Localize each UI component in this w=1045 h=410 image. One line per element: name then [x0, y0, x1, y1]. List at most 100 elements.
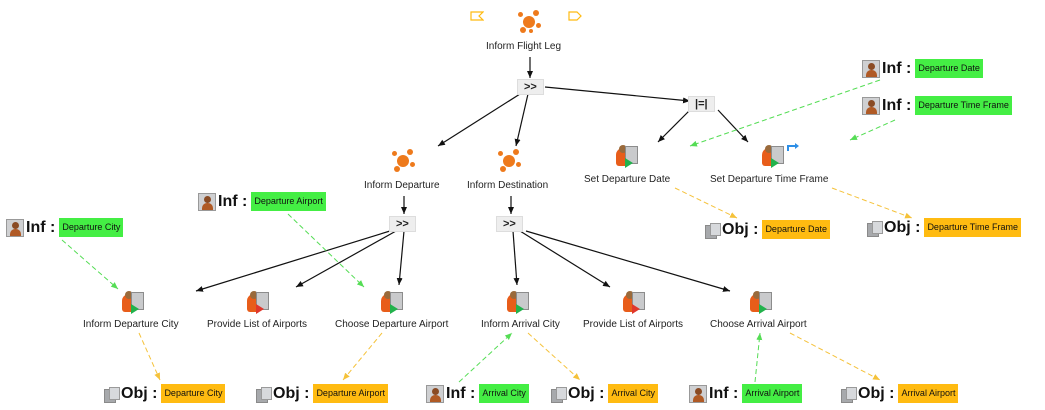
user-task-icon [507, 291, 529, 314]
task-set-departure-date[interactable]: Set Departure Date [584, 174, 671, 185]
inf-keyword: Inf : [882, 59, 912, 77]
edge-concurrent-to-date [657, 109, 691, 143]
inf-value: Departure Date [915, 59, 983, 78]
inf-badge-arrival-airport[interactable]: Inf : Arrival Airport [689, 384, 803, 403]
goal-inform-destination[interactable]: Inform Destination [467, 180, 549, 191]
inf-badge-departure-city[interactable]: Inf : Departure City [6, 218, 124, 237]
obj-badge-departure-airport[interactable]: Obj : Departure Airport [255, 384, 388, 403]
edge-seq-to-departure [437, 93, 521, 147]
goal-inform-departure[interactable]: Inform Departure [364, 180, 440, 191]
obj-edge-departure-time-frame [831, 187, 913, 219]
document-icon [103, 386, 120, 403]
obj-value: Departure City [161, 384, 226, 403]
goal-inform-flight-leg[interactable]: Inform Flight Leg [486, 41, 562, 52]
obj-value: Arrival City [608, 384, 658, 403]
start-flag-icon [470, 11, 484, 21]
obj-edge-departure-date [674, 187, 738, 219]
inf-keyword: Inf : [709, 384, 739, 402]
edge-seq-to-concurrent [544, 86, 691, 104]
document-icon [704, 222, 721, 239]
inf-keyword: Inf : [446, 384, 476, 402]
edge-seq-to-choose-departure-airport [396, 230, 405, 286]
obj-edge-departure-city [138, 332, 161, 381]
obj-edge-arrival-airport [789, 332, 881, 381]
user-task-icon [122, 291, 144, 314]
person-icon [862, 96, 880, 115]
user-task-icon [616, 145, 638, 168]
user-task-icon [750, 291, 772, 314]
document-icon [255, 386, 272, 403]
obj-badge-arrival-airport[interactable]: Obj : Arrival Airport [840, 384, 959, 403]
inf-badge-departure-airport[interactable]: Inf : Departure Airport [198, 192, 326, 211]
task-inform-arrival-city[interactable]: Inform Arrival City [481, 319, 560, 330]
obj-badge-departure-time-frame[interactable]: Obj : Departure Time Frame [866, 218, 1021, 237]
obj-badge-departure-date[interactable]: Obj : Departure Date [704, 220, 830, 239]
inf-badge-departure-time-frame[interactable]: Inf : Departure Time Frame [862, 96, 1012, 115]
inf-edge-departure-city [61, 239, 119, 290]
obj-keyword: Obj : [884, 218, 921, 236]
obj-value: Departure Date [762, 220, 830, 239]
task-inform-departure-city[interactable]: Inform Departure City [83, 319, 179, 330]
obj-keyword: Obj : [273, 384, 310, 402]
document-icon [550, 386, 567, 403]
obj-keyword: Obj : [722, 220, 759, 238]
user-task-icon [762, 145, 784, 168]
edge-concurrent-to-timeframe [717, 109, 749, 143]
edge-seq-to-inform-departure-city [195, 230, 391, 292]
task-provide-list-of-airports-2[interactable]: Provide List of Airports [583, 319, 684, 330]
document-icon [840, 386, 857, 403]
operator-sequence-root[interactable]: >> [517, 79, 544, 95]
inf-edge-departure-airport [287, 213, 365, 288]
inf-value: Departure Airport [251, 192, 326, 211]
goal-splat-icon [496, 148, 522, 174]
operator-sequence-destination[interactable]: >> [496, 216, 523, 232]
inf-edge-arrival-city [458, 332, 513, 383]
person-icon [862, 59, 880, 78]
obj-value: Departure Airport [313, 384, 388, 403]
obj-value: Departure Time Frame [924, 218, 1021, 237]
person-icon [689, 384, 707, 403]
inf-value: Departure Time Frame [915, 96, 1012, 115]
iteration-icon [787, 143, 799, 151]
obj-keyword: Obj : [858, 384, 895, 402]
task-choose-departure-airport[interactable]: Choose Departure Airport [335, 319, 449, 330]
goal-splat-icon [390, 148, 416, 174]
inf-value: Arrival Airport [742, 384, 803, 403]
person-icon [426, 384, 444, 403]
operator-concurrent[interactable]: |=| [688, 96, 715, 112]
end-flag-icon [568, 11, 582, 21]
person-icon [198, 192, 216, 211]
inf-keyword: Inf : [882, 96, 912, 114]
obj-badge-departure-city[interactable]: Obj : Departure City [103, 384, 226, 403]
obj-edge-departure-airport [342, 332, 383, 381]
inf-keyword: Inf : [218, 192, 248, 210]
inf-badge-departure-date[interactable]: Inf : Departure Date [862, 59, 983, 78]
inf-value: Arrival City [479, 384, 529, 403]
task-provide-list-of-airports-1[interactable]: Provide List of Airports [207, 319, 308, 330]
inf-edge-arrival-airport [754, 332, 763, 383]
inf-value: Departure City [59, 218, 124, 237]
user-task-icon [381, 291, 403, 314]
system-task-icon [623, 291, 645, 314]
obj-keyword: Obj : [121, 384, 158, 402]
person-icon [6, 218, 24, 237]
obj-badge-arrival-city[interactable]: Obj : Arrival City [550, 384, 658, 403]
inf-keyword: Inf : [26, 218, 56, 236]
goal-splat-icon [516, 9, 542, 35]
inf-edge-departure-date [689, 79, 881, 147]
obj-value: Arrival Airport [898, 384, 959, 403]
document-icon [866, 220, 883, 237]
obj-keyword: Obj : [568, 384, 605, 402]
edge-seq-to-provide-airports-1 [295, 230, 397, 288]
task-choose-arrival-airport[interactable]: Choose Arrival Airport [710, 319, 807, 330]
edge-seq-to-inform-arrival-city [512, 230, 520, 286]
task-set-departure-time-frame[interactable]: Set Departure Time Frame [710, 174, 829, 185]
system-task-icon [247, 291, 269, 314]
edge-seq-to-destination [514, 93, 529, 147]
operator-sequence-departure[interactable]: >> [389, 216, 416, 232]
inf-badge-arrival-city[interactable]: Inf : Arrival City [426, 384, 529, 403]
inf-edge-departure-time-frame [849, 119, 896, 141]
edge-seq-to-provide-airports-2 [519, 230, 611, 288]
